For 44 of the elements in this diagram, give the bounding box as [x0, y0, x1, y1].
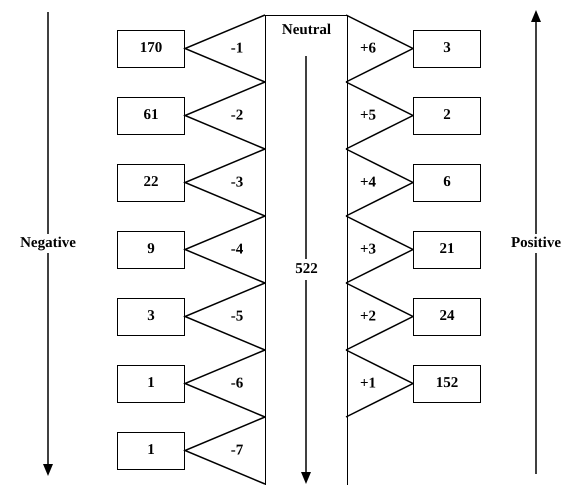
score-label: +1: [360, 375, 376, 392]
score-label: -3: [230, 174, 244, 191]
score-label: +2: [360, 308, 376, 325]
count-box: [413, 298, 481, 336]
neutral-column: [265, 15, 348, 485]
count-box: [117, 298, 185, 336]
count-box: [117, 164, 185, 202]
score-label: -2: [230, 107, 244, 124]
count-value: 21: [440, 241, 454, 258]
score-label: +4: [360, 174, 376, 191]
score-label: -1: [230, 40, 244, 57]
count-value: 152: [436, 375, 458, 392]
count-value: 61: [144, 107, 158, 124]
count-box: [413, 30, 481, 68]
column-title: Neutral: [280, 22, 332, 39]
count-value: 3: [443, 40, 451, 57]
count-box: [117, 96, 185, 134]
count-box: [117, 30, 185, 68]
count-value: 9: [147, 241, 155, 258]
count-value: 22: [144, 174, 158, 191]
axis-label: Positive: [511, 234, 561, 253]
score-label: -7: [230, 442, 244, 459]
count-value: 1: [147, 442, 155, 459]
score-label: -4: [230, 241, 244, 258]
count-value: 6: [443, 174, 451, 191]
score-label: +6: [360, 40, 376, 57]
count-box: [413, 96, 481, 134]
axis-label: Negative: [20, 234, 76, 253]
count-box: [117, 364, 185, 402]
score-label: -6: [230, 375, 244, 392]
score-label: +3: [360, 241, 376, 258]
count-box: [117, 230, 185, 268]
column-value: 522: [295, 259, 318, 280]
count-box: [413, 230, 481, 268]
count-box: [413, 164, 481, 202]
count-box: [413, 364, 481, 402]
count-box: [117, 432, 185, 470]
count-value: 2: [443, 107, 451, 124]
score-label: +5: [360, 107, 376, 124]
count-value: 1: [147, 375, 155, 392]
count-value: 3: [147, 308, 155, 325]
count-value: 24: [440, 308, 454, 325]
score-label: -5: [230, 308, 244, 325]
count-value: 170: [140, 40, 162, 57]
